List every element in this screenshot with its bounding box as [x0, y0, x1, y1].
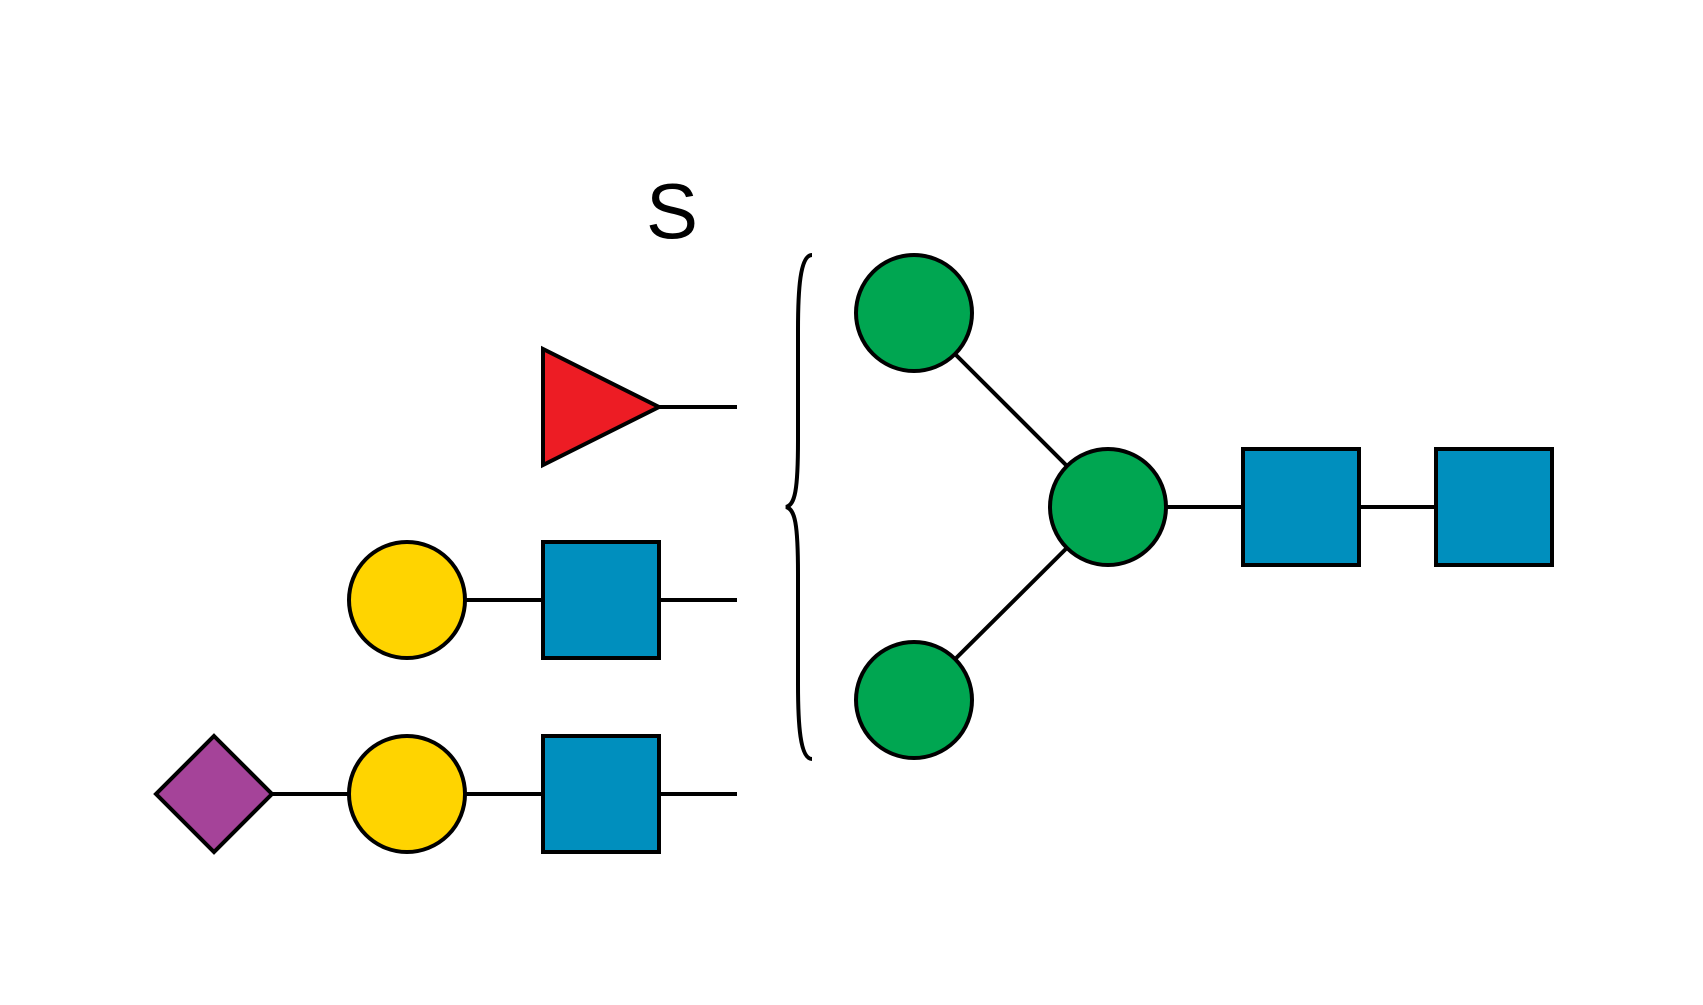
mannose-node: [1048, 447, 1168, 567]
mannose-node: [854, 253, 974, 373]
galactose-node: [347, 734, 467, 854]
fucose-node: [541, 345, 664, 469]
glcnac-node: [1434, 447, 1554, 567]
glcnac-node: [1241, 447, 1361, 567]
glcnac-node: [541, 734, 661, 854]
curly-brace: [785, 253, 813, 761]
annotation-label: S: [646, 167, 698, 255]
galactose-node: [347, 540, 467, 660]
sialic-acid-node: [153, 733, 275, 855]
mannose-node: [854, 640, 974, 760]
glcnac-node: [541, 540, 661, 660]
